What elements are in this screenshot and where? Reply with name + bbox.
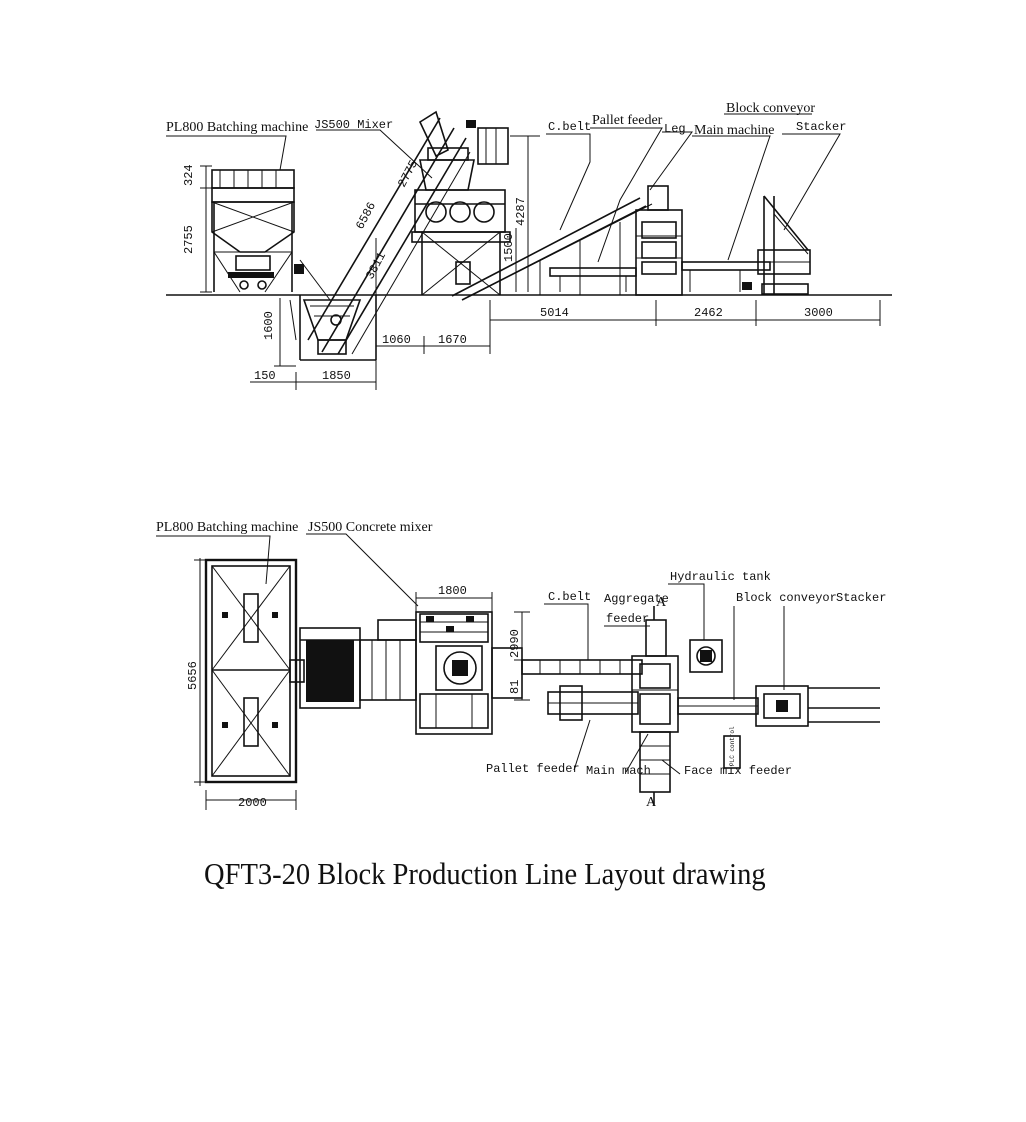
side-label-main-machine: Main machine (694, 123, 774, 138)
plan-leader-lines (156, 533, 785, 775)
skip-rails (289, 117, 471, 355)
side-dim-4287: 4287 (514, 197, 528, 226)
side-dimension-lines (200, 135, 881, 390)
plan-label-pallet-feeder: Pallet feeder (486, 762, 580, 776)
side-dim-2775: 2775 (395, 158, 421, 190)
plan-label-section-a-bottom: A (646, 795, 657, 810)
side-dim-5014: 5014 (540, 306, 569, 320)
plan-dim-1800: 1800 (438, 584, 467, 598)
block-conveyor-plan (677, 697, 759, 715)
plan-label-face-mix-feeder: Face mix feeder (684, 764, 792, 778)
plan-label-batching-machine: PL800 Batching machine (156, 520, 298, 535)
plan-label-hydraulic-tank: Hydraulic tank (670, 570, 771, 584)
side-dim-2462: 2462 (694, 306, 723, 320)
feed-belt-plan (299, 619, 417, 709)
side-dim-3811: 3811 (363, 250, 389, 282)
plan-label-aggregate-feeder-2: feeder (606, 612, 649, 626)
side-dim-2755: 2755 (182, 225, 196, 254)
side-label-block-conveyor: Block conveyor (726, 101, 815, 116)
side-dim-1600: 1600 (262, 311, 276, 340)
plan-dim-81: 81 (508, 680, 522, 694)
plan-label-section-a-top: A (656, 595, 667, 610)
side-label-mixer: JS500 Mixer (314, 118, 393, 132)
plan-label-c-belt: C.belt (548, 590, 591, 604)
plan-dim-2000: 2000 (238, 796, 267, 810)
main-machine-side (549, 185, 683, 296)
batching-machine-side (211, 169, 304, 293)
pallet-feeder-plan (547, 685, 639, 721)
mixer-plan (415, 611, 523, 735)
mixer-side (411, 110, 511, 296)
c-belt-plan (521, 659, 643, 675)
side-dim-1060: 1060 (382, 333, 411, 347)
plan-label-concrete-mixer: JS500 Concrete mixer (308, 520, 433, 535)
hydraulic-tank-plan (689, 639, 723, 673)
side-label-pallet-feeder: Pallet feeder (592, 113, 663, 128)
plan-dim-2990: 2990 (508, 629, 522, 658)
side-label-batching-machine: PL800 Batching machine (166, 120, 308, 135)
c-belt-side (451, 197, 653, 301)
side-label-stacker: Stacker (796, 120, 846, 134)
side-dim-1500: 1500 (502, 233, 516, 262)
drawing-title: QFT3-20 Block Production Line Layout dra… (204, 856, 766, 891)
plan-label-block-conveyor: Block conveyor (736, 591, 837, 605)
side-dim-1670: 1670 (438, 333, 467, 347)
plan-dim-5656: 5656 (186, 661, 200, 690)
stacker-plan (755, 685, 880, 727)
side-elevation-view: PL800 Batching machine JS500 Mixer C.bel… (166, 101, 892, 390)
side-label-c-belt: C.belt (548, 120, 591, 134)
plan-dimension-lines (194, 558, 530, 810)
plan-view: PL800 Batching machine JS500 Concrete mi… (156, 520, 886, 810)
side-dim-1850: 1850 (322, 369, 351, 383)
side-leader-lines (166, 113, 841, 263)
block-conveyor-side (681, 261, 771, 292)
stacker-side (757, 195, 811, 295)
plan-label-control-box: PLC control (729, 726, 736, 766)
side-dim-3000: 3000 (804, 306, 833, 320)
batching-machine-plan (204, 558, 305, 784)
control-box-plan (723, 735, 741, 769)
skip-hopper-pit (299, 295, 377, 361)
plan-label-stacker: Stacker (836, 591, 886, 605)
side-label-leg: Leg (664, 122, 686, 136)
main-machine-plan (631, 606, 679, 806)
side-dim-150: 150 (254, 369, 276, 383)
side-dim-324: 324 (182, 164, 196, 186)
plan-label-aggregate-feeder: Aggregate (604, 592, 669, 606)
plan-label-main-machine: Main mach (586, 764, 651, 778)
